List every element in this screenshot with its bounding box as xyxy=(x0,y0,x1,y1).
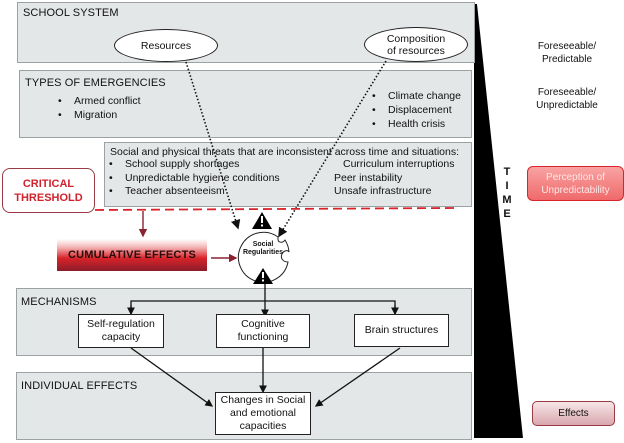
threat-item: Teacher absenteeism xyxy=(109,185,280,199)
resources-node: Resources xyxy=(114,29,218,62)
social-regularities-circle xyxy=(237,231,290,283)
threat-item: Unpredictable hygiene conditions xyxy=(109,172,280,186)
critical-label: CRITICAL xyxy=(22,177,75,190)
school-system-title: SCHOOL SYSTEM xyxy=(23,7,119,19)
dotted-line-composition xyxy=(278,60,387,238)
threats-heading: Social and physical threats that are inc… xyxy=(110,146,460,158)
individual-effects-title: INDIVIDUAL EFFECTS xyxy=(21,380,138,392)
emergency-item: Health crisis xyxy=(372,117,461,131)
threats-left-list: School supply shortages Unpredictable hy… xyxy=(109,158,280,199)
threats-panel: Social and physical threats that are inc… xyxy=(104,142,472,207)
emergencies-right-list: Climate change Displacement Health crisi… xyxy=(372,89,461,131)
cumulative-effects-box: CUMULATIVE EFFECTS xyxy=(57,239,207,271)
threat-item: Unsafe infrastructure xyxy=(334,185,432,197)
mechanisms-title: MECHANISMS xyxy=(21,296,97,308)
emergencies-left-list: Armed conflict Migration xyxy=(58,94,141,122)
resources-label: Resources xyxy=(140,39,192,52)
threat-item: Peer instability xyxy=(334,171,403,184)
emergency-item: Armed conflict xyxy=(58,94,141,108)
foreseeable-unpredictable-label: Foreseeable/Unpredictable xyxy=(536,87,598,111)
time-axis-label: T I M E xyxy=(502,166,512,220)
emergency-item: Climate change xyxy=(372,89,461,103)
threat-item: Curriculum interruptions xyxy=(343,158,455,170)
regularities-label: Regularities xyxy=(242,249,284,256)
cumulative-effects-label: CUMULATIVE EFFECTS xyxy=(67,249,197,261)
critical-threshold-line xyxy=(94,207,455,211)
brain-structures-box: Brain structures xyxy=(354,314,449,347)
threshold-label: THRESHOLD xyxy=(14,191,83,204)
brain-to-changes-arrow xyxy=(314,347,401,407)
threats-right-list: Curriculum interruptions Peer instabilit… xyxy=(334,158,454,199)
social-label: Social xyxy=(252,241,274,248)
threat-item: School supply shortages xyxy=(109,158,280,172)
foreseeable-predictable-label: Foreseeable/Predictable xyxy=(537,41,597,65)
warning-icon xyxy=(252,212,272,229)
emergency-item: Displacement xyxy=(372,103,461,117)
dotted-line-resources xyxy=(185,61,241,230)
emergency-item: Migration xyxy=(58,108,141,122)
warning-icon xyxy=(253,268,273,284)
emergencies-title: TYPES OF EMERGENCIES xyxy=(25,77,166,89)
time-wedge xyxy=(474,4,523,438)
effects-box: Effects xyxy=(532,401,615,426)
self-regulation-to-changes-arrow xyxy=(130,347,214,407)
